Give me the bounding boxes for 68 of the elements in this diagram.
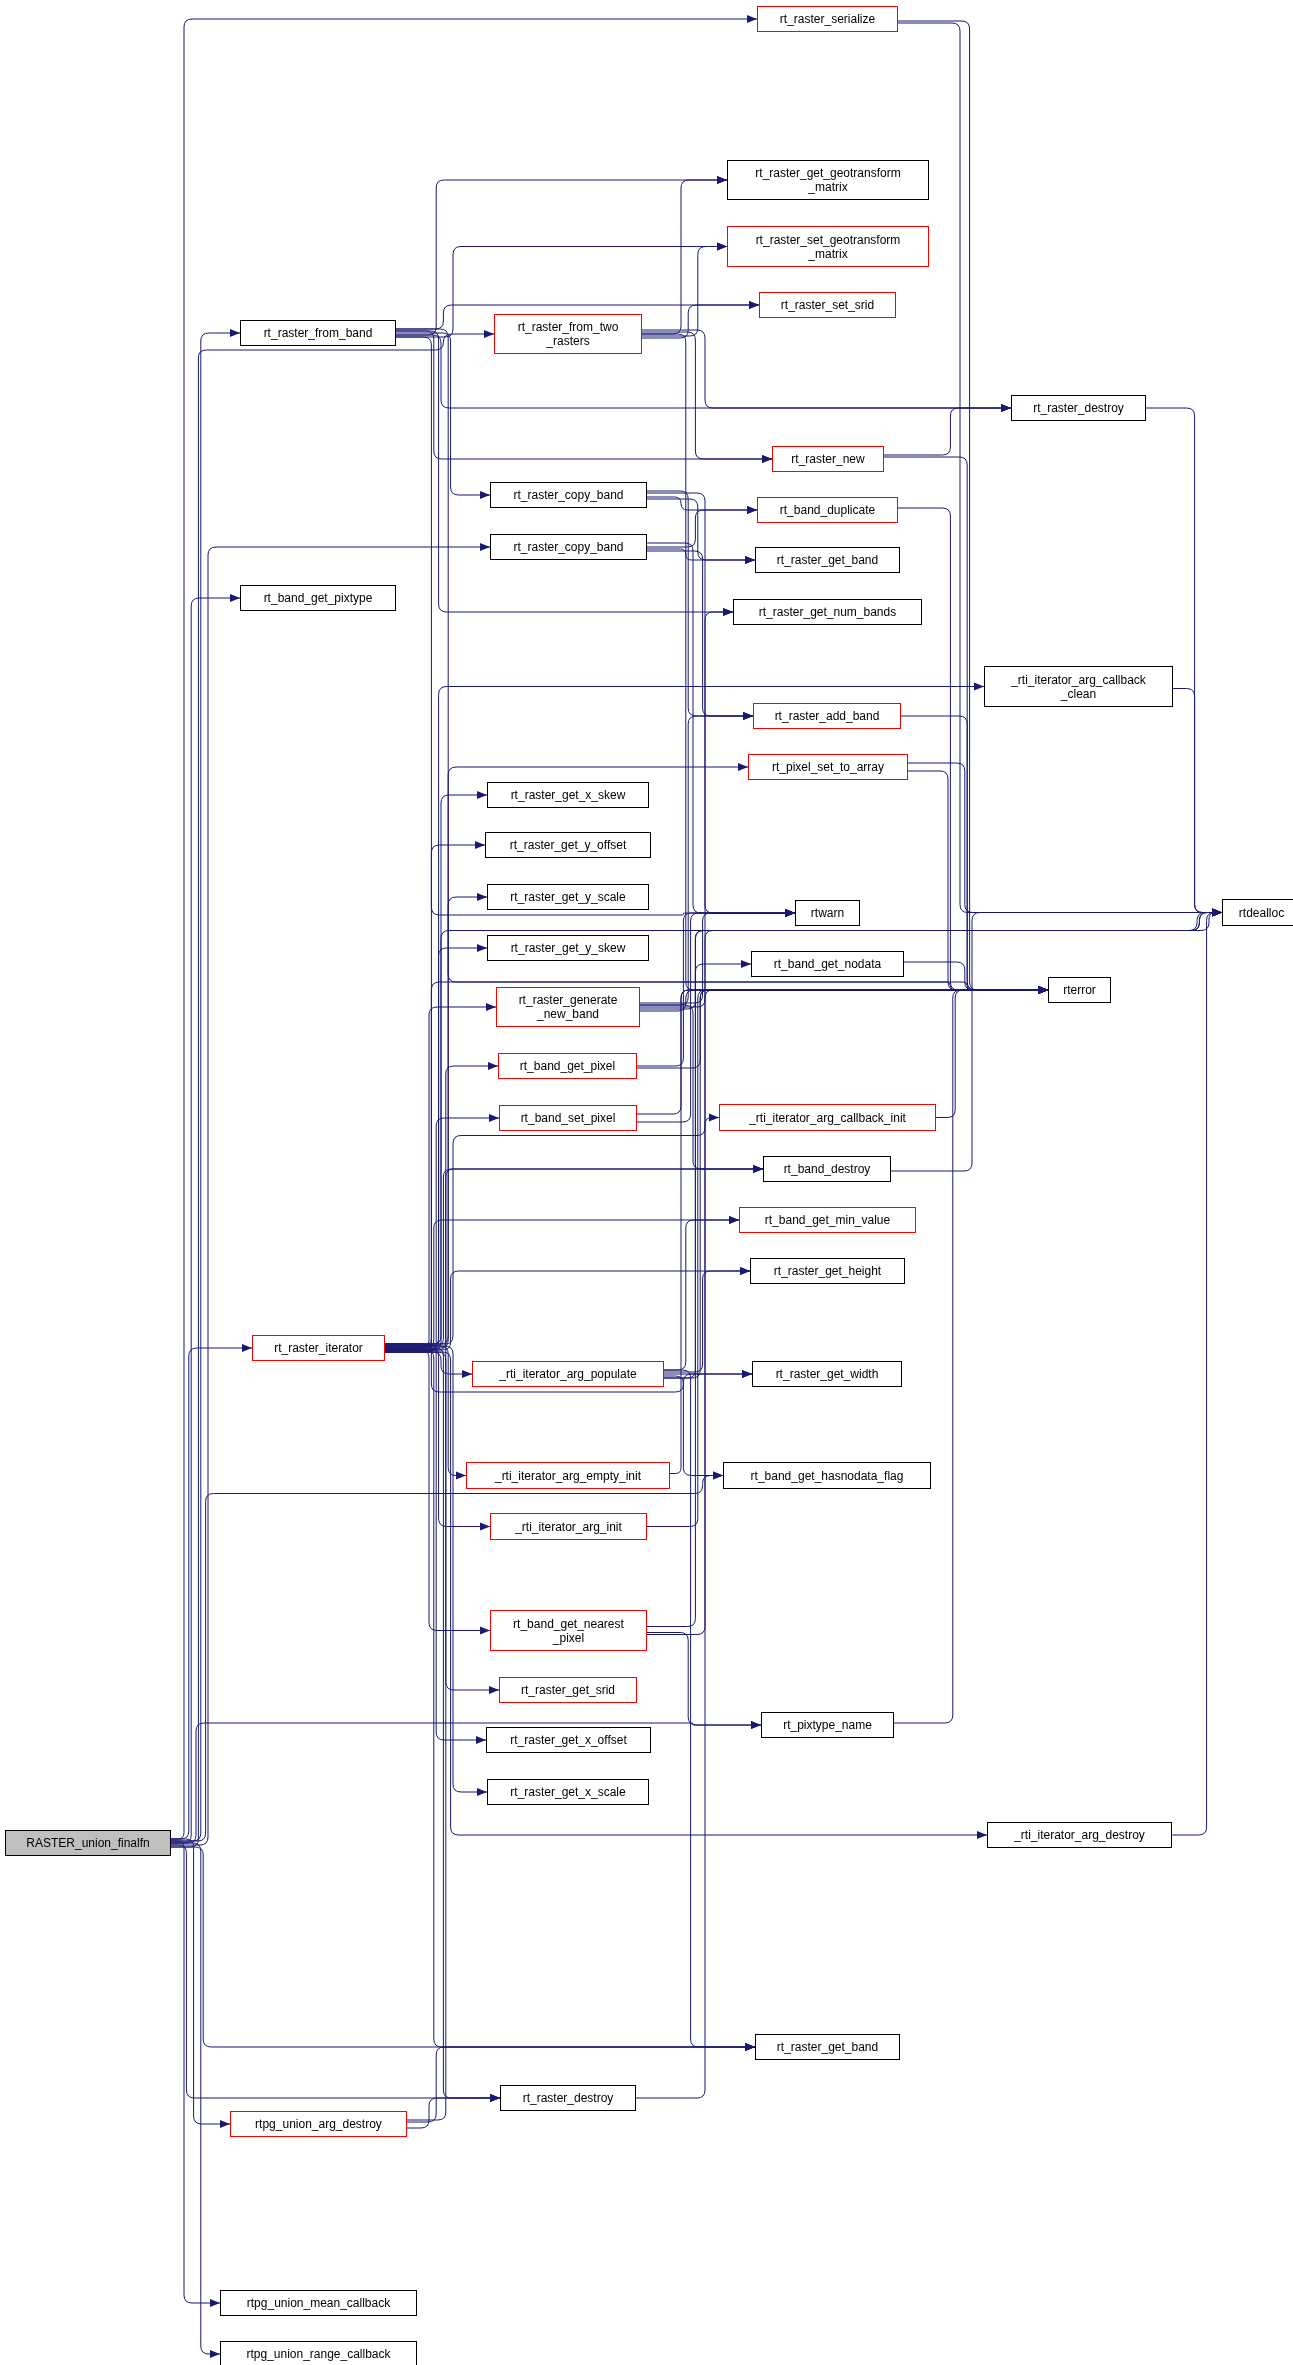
function-box: rt_raster_get_height: [750, 1258, 905, 1284]
function-box: rt_raster_get_y_offset: [485, 832, 651, 858]
function-box: rt_raster_destroy: [500, 2085, 636, 2111]
function-box: rt_raster_new: [772, 446, 884, 472]
function-box: rtpg_union_arg_destroy: [230, 2111, 407, 2137]
function-box: rt_raster_get_band: [755, 2034, 900, 2060]
call-arrow: [406, 1165, 764, 2121]
call-arrow: [406, 2094, 501, 2129]
function-box: rt_raster_add_band: [753, 703, 901, 729]
call-arrow: [636, 909, 796, 1123]
function-box: rt_raster_set_geotransform _matrix: [727, 226, 929, 267]
function-box: rtdealloc: [1222, 899, 1293, 926]
function-box: rt_band_get_nodata: [751, 951, 904, 977]
function-box: RASTER_union_finalfn: [5, 1830, 171, 1856]
function-box: rt_band_get_nearest _pixel: [490, 1610, 647, 1651]
function-box: rt_raster_from_band: [240, 320, 396, 346]
call-arrow: [406, 2043, 756, 2123]
function-box: rt_raster_get_srid: [499, 1677, 637, 1703]
function-box: rt_raster_get_x_skew: [487, 782, 649, 808]
function-box: rt_raster_get_x_scale: [487, 1779, 649, 1805]
call-arrow: [170, 1838, 231, 2128]
function-box: rtpg_union_range_callback: [220, 2341, 417, 2365]
function-box: rt_band_get_pixel: [498, 1053, 637, 1079]
call-arrow: [384, 763, 749, 1349]
call-arrow: [384, 1351, 988, 1839]
function-box: _rti_iterator_arg_populate: [472, 1361, 664, 1387]
function-box: rtpg_union_mean_callback: [220, 2290, 417, 2316]
function-box: rt_band_destroy: [763, 1156, 891, 1182]
call-arrow: [883, 404, 1012, 456]
function-box: rt_raster_copy_band: [490, 482, 647, 508]
call-arrow: [395, 332, 491, 499]
call-arrow: [639, 608, 734, 1008]
function-box: rt_band_duplicate: [757, 497, 898, 523]
function-box: rt_raster_serialize: [757, 6, 898, 32]
function-box: _rti_iterator_arg_callback_init: [719, 1104, 936, 1131]
call-arrow: [641, 301, 760, 339]
call-arrow: [641, 242, 728, 337]
function-box: rterror: [1048, 977, 1111, 1003]
function-box: rt_raster_get_band: [755, 547, 900, 573]
function-box: rt_raster_copy_band: [490, 534, 647, 560]
function-box: rt_raster_generate _new_band: [496, 987, 640, 1027]
call-arrow: [646, 506, 758, 548]
function-box: rt_raster_get_x_offset: [486, 1727, 651, 1753]
function-box: _rti_iterator_arg_init: [490, 1513, 647, 1540]
function-box: rt_band_set_pixel: [499, 1105, 637, 1131]
function-box: rtwarn: [795, 900, 860, 926]
call-arrow: [641, 331, 773, 463]
function-box: rt_pixtype_name: [761, 1712, 894, 1738]
function-box: rt_band_get_pixtype: [240, 585, 396, 611]
function-box: rt_raster_iterator: [252, 1335, 385, 1361]
function-box: rt_raster_set_srid: [759, 292, 896, 318]
call-arrow: [646, 1632, 762, 1729]
function-box: rt_band_get_hasnodata_flag: [723, 1462, 931, 1489]
function-box: rt_raster_get_geotransform _matrix: [727, 160, 929, 200]
function-box: _rti_iterator_arg_destroy: [987, 1822, 1172, 1848]
function-box: rt_raster_get_y_scale: [487, 884, 649, 910]
function-box: rt_pixel_set_to_array: [748, 754, 908, 780]
function-box: _rti_iterator_arg_callback _clean: [984, 666, 1173, 707]
function-box: rt_raster_destroy: [1011, 395, 1146, 421]
call-arrow: [635, 908, 1223, 2099]
function-box: _rti_iterator_arg_empty_init: [466, 1462, 670, 1489]
function-box: rt_band_get_min_value: [739, 1207, 916, 1233]
function-box: rt_raster_get_num_bands: [733, 599, 922, 625]
function-box: rt_raster_get_y_skew: [487, 935, 649, 961]
call-arrow: [646, 548, 756, 564]
function-box: rt_raster_get_width: [752, 1361, 902, 1387]
function-box: rt_raster_from_two _rasters: [494, 314, 642, 354]
call-arrow: [663, 1375, 724, 1480]
